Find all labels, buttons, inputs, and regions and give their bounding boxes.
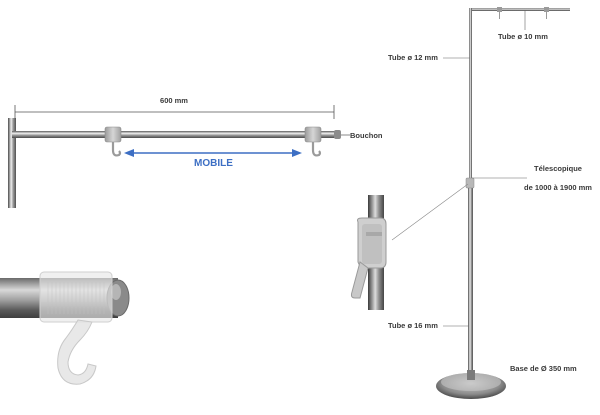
end-cap [334,130,341,139]
telescopic-label-line2: de 1000 à 1900 mm [524,183,592,192]
zoom-clip-body [39,271,113,323]
upper-pole [469,8,472,184]
telescopic-stand [391,7,570,399]
clamp-zoom-detail [350,195,387,310]
mobile-arrow [124,149,302,157]
main-tube-label: Tube ø 12 mm [388,53,438,62]
hanger-zoom-detail [0,271,130,385]
top-hook-right [544,7,549,19]
zoom-hook [57,319,97,385]
lower-pole [468,184,473,374]
mobile-label: MOBILE [194,158,233,169]
left-hanger-clip [104,126,122,157]
width-dimension-label: 600 mm [160,96,188,105]
zoom-clamp-lever [350,261,369,299]
telescopic-label-line1: Télescopique [534,164,582,173]
top-arm [470,8,570,11]
right-hanger-clip [304,126,322,157]
upper-tube-label: Tube ø 10 mm [498,32,548,41]
zoom-connector-line [391,183,469,241]
cap-label: Bouchon [350,131,383,140]
horizontal-arm-group [8,105,350,208]
telescopic-clamp [465,177,475,189]
width-dimension-line [14,105,335,119]
arm-vertical-stub [8,118,16,208]
base-label: Base de Ø 350 mm [510,364,577,373]
top-hook-left [497,7,502,19]
lower-tube-label: Tube ø 16 mm [388,321,438,330]
arm-horizontal-bar [12,131,338,138]
